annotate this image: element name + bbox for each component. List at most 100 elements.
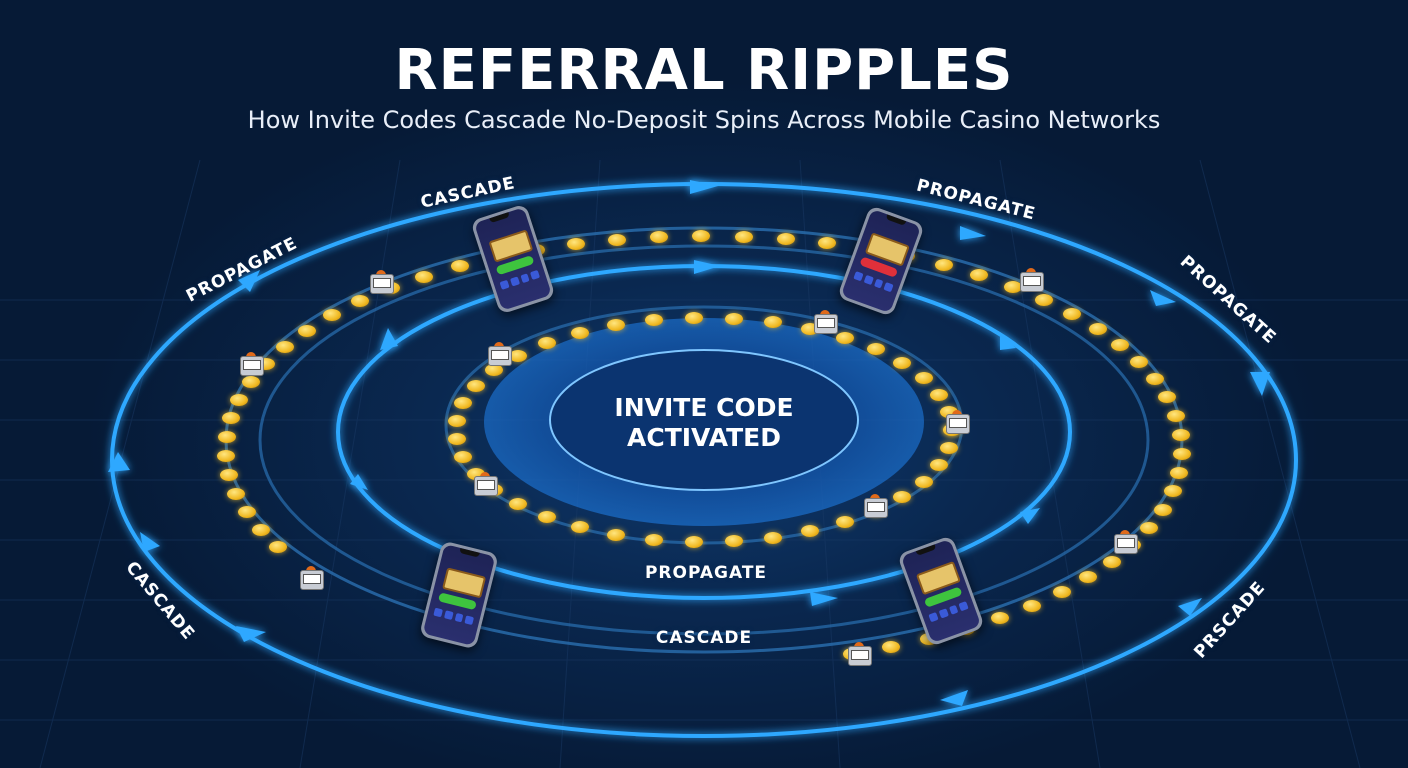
coin-icon [220, 469, 239, 481]
coin-icon [882, 640, 901, 653]
ring-2b [258, 244, 1150, 636]
ring-label: PROPAGATE [644, 563, 768, 583]
coin-icon [1088, 322, 1107, 335]
slot-machine-icon [1112, 530, 1138, 554]
coin-icon [237, 506, 256, 519]
coin-icon [1063, 307, 1082, 320]
slot-machine-icon [472, 472, 498, 496]
arrow-icon [694, 260, 720, 274]
coin-icon [685, 312, 703, 325]
coin-icon [645, 533, 664, 546]
coin-icon [1172, 447, 1191, 460]
coin-icon [724, 312, 743, 325]
arrow-icon [350, 474, 368, 490]
coin-icon [970, 269, 989, 282]
center-disc [549, 349, 859, 491]
coin-icon [1111, 338, 1130, 351]
coin-icon [447, 414, 466, 427]
coin-icon [538, 510, 557, 523]
coin-icon [1164, 485, 1182, 498]
coin-icon [571, 520, 589, 533]
coin-icon [914, 476, 933, 489]
arrow-icon [140, 532, 160, 552]
coin-icon [217, 431, 236, 444]
arrow-icon [236, 626, 266, 642]
coin-icon [323, 309, 342, 322]
coin-icon [222, 412, 241, 425]
arrow-icon [940, 690, 968, 706]
coin-icon [645, 314, 664, 327]
arrow-icon [380, 328, 398, 350]
coin-icon [1102, 555, 1121, 568]
coin-icon [227, 487, 246, 500]
coin-icon [607, 319, 626, 332]
coin-icon [454, 450, 473, 463]
arrow-icon [1020, 508, 1040, 524]
coin-icon [1052, 585, 1071, 598]
center-label: INVITE CODE ACTIVATED [554, 393, 854, 453]
slot-machine-icon [486, 342, 512, 366]
coin-icon [1171, 428, 1190, 441]
coin-icon [1154, 503, 1173, 516]
center-label-line2: ACTIVATED [627, 423, 781, 452]
coin-icon [801, 525, 820, 538]
arrow-icon [1178, 598, 1202, 616]
center-label-line1: INVITE CODE [614, 393, 794, 422]
coin-icon [734, 230, 753, 243]
arrow-icons [108, 180, 1270, 706]
arrow-icon [810, 592, 838, 606]
coin-icon [447, 433, 466, 445]
coin-icon [509, 349, 528, 362]
slot-machine-icon [812, 310, 838, 334]
coin-icon [566, 237, 585, 250]
coin-icon [914, 371, 933, 384]
coin-icon [230, 393, 249, 406]
coin-icon [934, 258, 953, 271]
slot-machine-icon [368, 270, 394, 294]
ring-label: CASCADE [655, 628, 753, 648]
arrow-icon [238, 270, 260, 292]
arrow-icon [1150, 290, 1176, 306]
slot-machine-icon [238, 352, 264, 376]
coin-icon [217, 450, 236, 463]
arrow-icon [960, 226, 986, 240]
arrow-icon [1250, 372, 1270, 396]
coin-icon [1166, 409, 1185, 422]
coin-icon [866, 343, 885, 356]
slot-machine-icon [862, 494, 888, 518]
coin-icon [1158, 391, 1177, 404]
coin-icon [1003, 280, 1022, 293]
coin-icon [450, 260, 469, 273]
coin-icon [607, 528, 626, 541]
coin-icon [724, 535, 743, 548]
arrow-icon [1000, 334, 1016, 350]
coin-icon [930, 459, 949, 472]
coin-icon [930, 388, 949, 401]
coin-icon [608, 233, 627, 246]
coin-icon [251, 523, 270, 536]
coin-icon [298, 324, 317, 337]
page-subtitle: How Invite Codes Cascade No-Deposit Spin… [247, 106, 1161, 134]
coin-icon [1034, 293, 1053, 306]
coin-icon [538, 337, 557, 350]
coin-icon [893, 491, 912, 504]
coin-icon [776, 233, 795, 246]
coin-icon [466, 380, 485, 393]
coin-icon [1023, 599, 1042, 612]
coin-icon [763, 531, 782, 544]
slot-machine-icon [1018, 268, 1044, 292]
slot-machine-icon [846, 642, 872, 666]
coin-icon [1140, 521, 1159, 534]
slot-machine-icon [944, 410, 970, 434]
coin-icon [939, 441, 958, 454]
arrow-icon [690, 180, 718, 194]
coin-icon [991, 611, 1010, 624]
coin-icon [242, 375, 261, 388]
coin-icon [1146, 373, 1165, 386]
coin-icon [269, 541, 288, 554]
coin-icon [276, 340, 295, 353]
coin-icon [1170, 466, 1189, 479]
page-title: REFERRAL RIPPLES [394, 38, 1014, 103]
coin-icon [1130, 355, 1149, 368]
